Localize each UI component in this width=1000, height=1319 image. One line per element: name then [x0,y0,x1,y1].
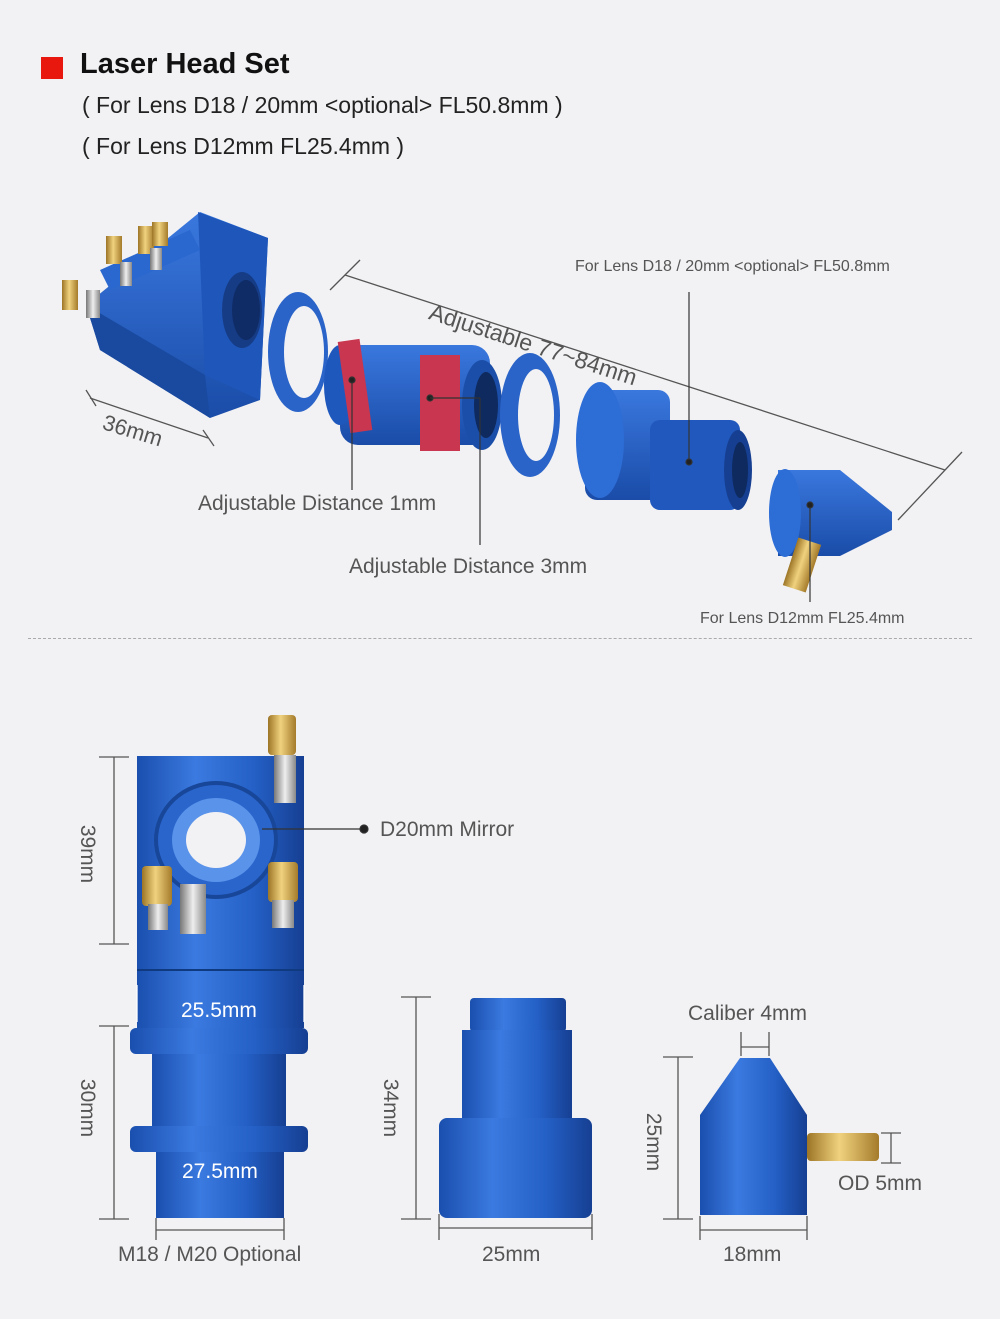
label-mirror: D20mm Mirror [380,818,515,841]
lock-ring-1 [268,292,328,412]
label-adjust-1mm: Adjustable Distance 1mm [198,492,437,515]
adjustable-tube [324,338,502,451]
dim-lines-detail [99,756,901,1240]
label-25mm-nozzle: 25mm [642,1112,666,1172]
nozzle-front [700,1058,879,1215]
label-thread: M18 / M20 Optional [118,1243,302,1266]
label-25-5mm: 25.5mm [181,999,257,1022]
dim-36mm [85,389,215,447]
dim-adjustable-range [329,259,963,521]
label-18mm: 18mm [723,1243,782,1266]
subtitle-lens-d18: ( For Lens D18 / 20mm <optional> FL50.8m… [82,92,563,118]
label-39mm: 39mm [76,824,100,884]
subtitle-lens-d12: ( For Lens D12mm FL25.4mm ) [82,133,405,159]
label-30mm: 30mm [76,1078,100,1138]
lens-holder-front [439,998,592,1218]
brass-adjust-screws-front [142,715,298,934]
lock-ring-2 [500,353,560,477]
label-34mm: 34mm [379,1078,403,1138]
page-title: Laser Head Set [80,48,290,80]
label-25mm: 25mm [482,1243,541,1266]
label-od: OD 5mm [838,1172,922,1195]
callout-lines-exploded [348,292,814,602]
label-adjust-3mm: Adjustable Distance 3mm [349,555,588,578]
mirror-callout [262,824,369,834]
label-lens-d18: For Lens D18 / 20mm <optional> FL50.8mm [575,258,890,275]
label-caliber: Caliber 4mm [688,1002,808,1025]
label-27-5mm: 27.5mm [182,1160,258,1183]
brass-adjust-screws-top [62,222,168,318]
title-marker [41,57,63,79]
section-divider [28,638,972,639]
nozzle-exploded [769,469,892,593]
lens-holder [576,382,752,510]
label-lens-d12: For Lens D12mm FL25.4mm [700,610,905,627]
mirror-mount-block [86,212,268,418]
tube-front [130,1028,308,1218]
